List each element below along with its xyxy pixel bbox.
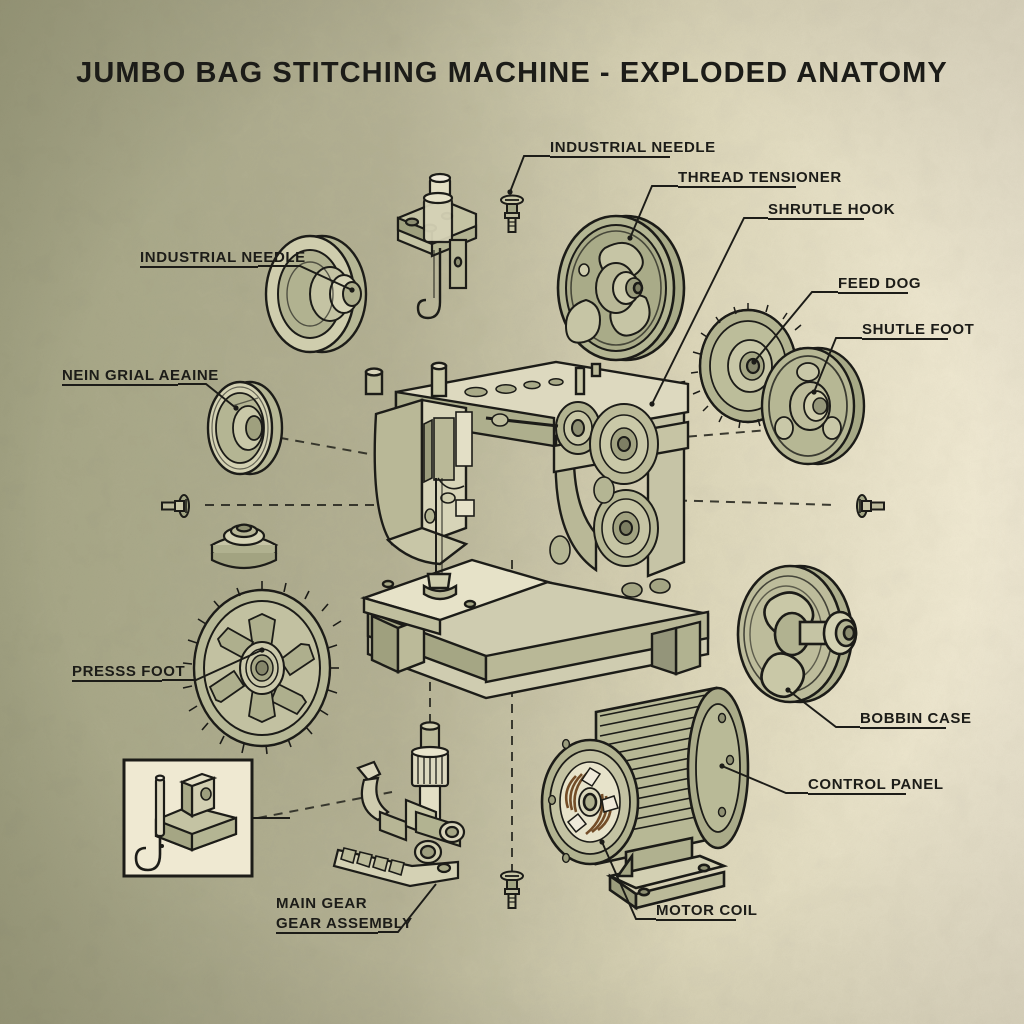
label-motor-coil: MOTOR COIL bbox=[656, 902, 758, 919]
part-machine-body bbox=[360, 360, 710, 700]
part-handwheel-left bbox=[264, 234, 368, 354]
label-underlines bbox=[62, 155, 948, 935]
part-needle-bar-assembly bbox=[396, 172, 478, 320]
leader-lines bbox=[162, 155, 862, 933]
part-stacked-pulley bbox=[209, 523, 279, 570]
part-motor-assembly bbox=[540, 686, 750, 911]
label-bobbin-case: BOBBIN CASE bbox=[860, 710, 972, 727]
part-flywheel-top bbox=[556, 214, 686, 362]
part-belt-pulley-left bbox=[206, 380, 284, 476]
label-shrutle-hook: SHRUTLE HOOK bbox=[768, 201, 895, 218]
label-gear-assembly: GEAR ASSEMBLY bbox=[276, 915, 413, 932]
label-control-panel: CONTROL PANEL bbox=[808, 776, 944, 793]
detail-inset-box bbox=[122, 758, 254, 878]
label-industrial-needle-left: INDUSTRIAL NEEDLE bbox=[140, 249, 306, 266]
part-main-gear bbox=[182, 581, 342, 755]
page-title: JUMBO BAG STITCHING MACHINE - EXPLODED A… bbox=[76, 57, 948, 89]
label-feed-dog: FEED DOG bbox=[838, 275, 921, 292]
leader-dots bbox=[233, 189, 817, 845]
part-presser-foot-assembly bbox=[332, 721, 466, 888]
part-shuttle-pulley bbox=[760, 346, 866, 466]
label-thread-tensioner: THREAD TENSIONER bbox=[678, 169, 842, 186]
part-bobbin-pulley bbox=[736, 564, 858, 704]
label-industrial-needle-top: INDUSTRIAL NEEDLE bbox=[550, 139, 716, 156]
label-shutle-foot: SHUTLE FOOT bbox=[862, 321, 974, 338]
label-presss-foot: PRESSS FOOT bbox=[72, 663, 185, 680]
label-main-gear: MAIN GEAR bbox=[276, 895, 367, 912]
label-nein-grial-aeaine: NEIN GRIAL AEAINE bbox=[62, 367, 219, 384]
